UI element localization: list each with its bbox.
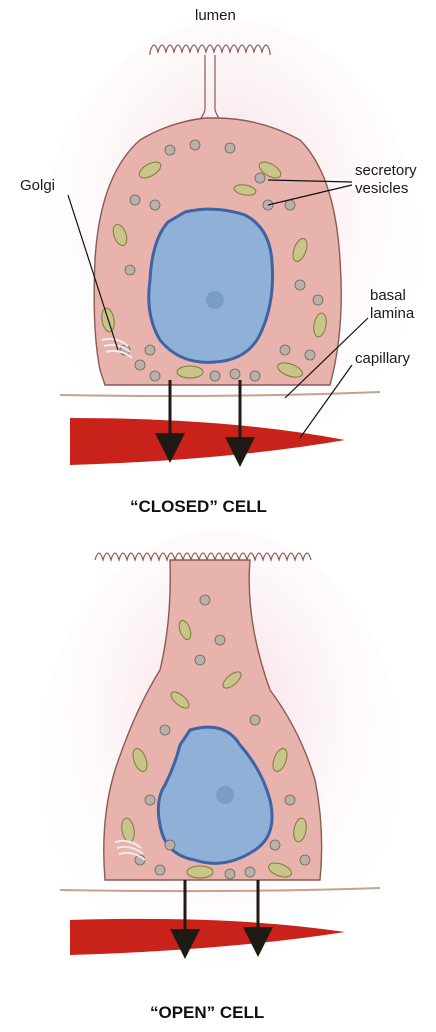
closed-nucleolus [206, 291, 224, 309]
closed-cell-group: lumen [20, 7, 420, 516]
label-capillary: capillary [355, 350, 411, 367]
closed-nucleus [149, 209, 273, 362]
open-nucleolus [216, 786, 234, 804]
label-basal-line1: basal [370, 287, 406, 304]
caption-closed-cell: “CLOSED” CELL [130, 497, 267, 516]
label-lumen: lumen [195, 7, 236, 24]
open-cell-group: “OPEN” CELL [40, 530, 400, 1022]
label-secretory-line2: vesicles [355, 180, 408, 197]
label-basal-line2: lamina [370, 305, 415, 322]
caption-open-cell: “OPEN” CELL [150, 1003, 264, 1022]
label-golgi: Golgi [20, 177, 55, 194]
label-secretory-line1: secretory [355, 162, 417, 179]
